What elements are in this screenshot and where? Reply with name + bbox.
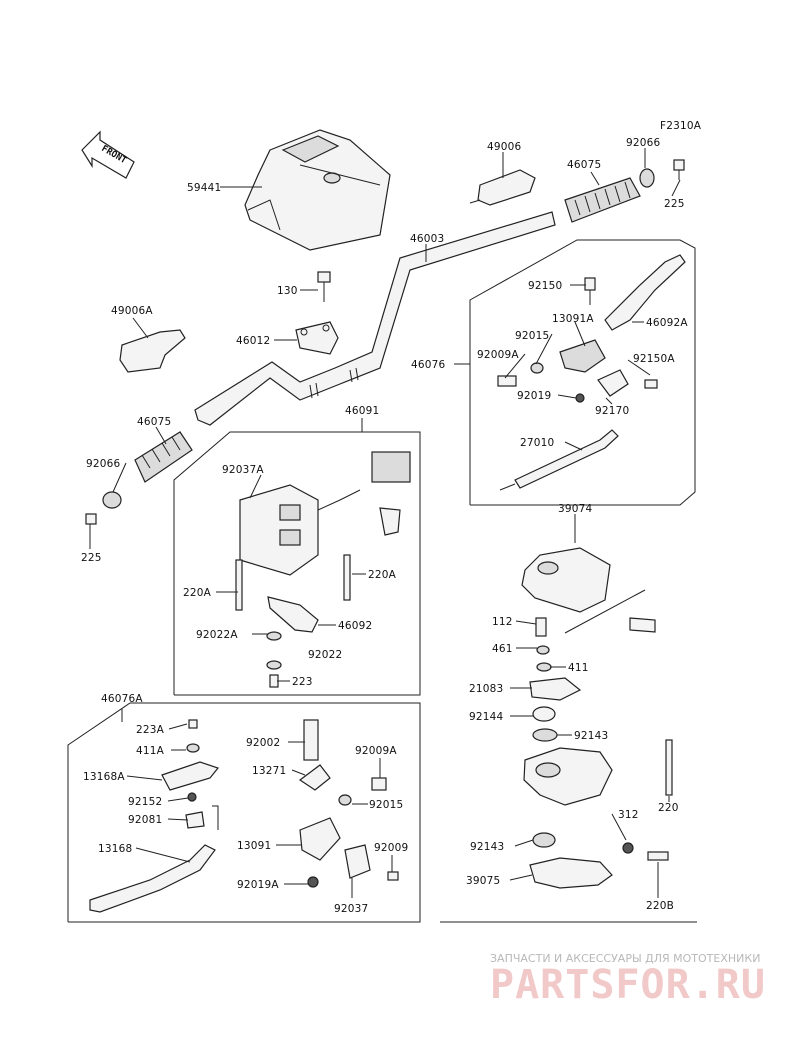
grip-end-49006 <box>469 169 536 206</box>
label-92009A-bottom: 92009A <box>355 745 397 757</box>
figure-code: F2310A <box>660 120 702 132</box>
label-92066-top: 92066 <box>626 137 661 149</box>
washer-92066-top <box>639 168 655 188</box>
label-46075-left: 46075 <box>137 416 171 428</box>
handlebar-46003 <box>194 211 556 426</box>
label-49006A: 49006A <box>111 305 153 317</box>
label-13168A: 13168A <box>83 771 125 783</box>
label-92143-b: 92143 <box>470 841 504 853</box>
label-312: 312 <box>618 809 639 821</box>
grip-46075-right <box>564 177 641 223</box>
watermark-tagline: ЗАПЧАСТИ И АКСЕССУАРЫ ДЛЯ МОТОТЕХНИКИ <box>490 952 760 965</box>
label-46076: 46076 <box>411 359 446 371</box>
label-49006: 49006 <box>487 141 522 153</box>
label-92019A: 92019A <box>237 879 279 891</box>
label-13091: 13091 <box>237 840 271 852</box>
label-13271: 13271 <box>252 765 286 777</box>
label-92066-left: 92066 <box>86 458 121 470</box>
label-225-left: 225 <box>81 552 102 564</box>
label-223A: 223A <box>136 724 165 736</box>
label-223: 223 <box>292 676 313 688</box>
label-13168: 13168 <box>98 843 132 855</box>
label-92170: 92170 <box>595 405 629 417</box>
label-92037A: 92037A <box>222 464 264 476</box>
label-92019: 92019 <box>517 390 551 402</box>
label-46012: 46012 <box>236 335 270 347</box>
label-92009: 92009 <box>374 842 408 854</box>
label-92144: 92144 <box>469 711 504 723</box>
label-13091A: 13091A <box>552 313 594 325</box>
label-92022: 92022 <box>308 649 342 661</box>
box-46076A <box>67 702 421 923</box>
label-220A-left: 220A <box>183 587 212 599</box>
label-46003: 46003 <box>410 233 444 245</box>
label-220: 220 <box>658 802 679 814</box>
label-92081: 92081 <box>128 814 162 826</box>
label-39075: 39075 <box>466 875 500 887</box>
label-46091: 46091 <box>345 405 379 417</box>
box-46091 <box>173 431 421 696</box>
label-46075-top: 46075 <box>567 159 601 171</box>
watermark: ЗАПЧАСТИ И АКСЕССУАРЫ ДЛЯ МОТОТЕХНИКИ PA… <box>490 952 766 1008</box>
label-92015-bottom: 92015 <box>369 799 403 811</box>
label-112: 112 <box>492 616 513 628</box>
throttle-case-39074 <box>521 547 673 889</box>
label-92022A: 92022A <box>196 629 238 641</box>
label-21083: 21083 <box>469 683 503 695</box>
label-130: 130 <box>277 285 298 297</box>
label-220A-right: 220A <box>368 569 397 581</box>
label-59441: 59441 <box>187 182 221 194</box>
front-arrow-icon: FRONT <box>81 130 135 179</box>
switch-46091 <box>235 451 411 688</box>
washer-92066-left <box>102 491 122 509</box>
watermark-brand: PARTSFOR.RU <box>490 962 766 1008</box>
screw-225-left <box>85 513 97 525</box>
label-39074: 39074 <box>558 503 593 515</box>
handlebar-cover-59441 <box>244 129 391 251</box>
label-225-top: 225 <box>664 198 685 210</box>
label-220B: 220B <box>646 900 674 912</box>
label-92150: 92150 <box>528 280 562 292</box>
grip-end-49006A <box>119 329 186 373</box>
lever-assembly-46076 <box>497 254 686 491</box>
lever-assembly-46076A <box>89 719 399 913</box>
label-27010: 27010 <box>520 437 554 449</box>
label-46092: 46092 <box>338 620 372 632</box>
box-46076 <box>469 239 696 506</box>
leader-lines <box>89 148 681 898</box>
label-92009A-right: 92009A <box>477 349 519 361</box>
label-46076A: 46076A <box>101 693 143 705</box>
label-92015-right: 92015 <box>515 330 549 342</box>
bolt-130 <box>317 271 331 302</box>
label-461: 461 <box>492 643 513 655</box>
screw-225-top <box>673 159 685 180</box>
label-411: 411 <box>568 662 589 674</box>
label-92143-a: 92143 <box>574 730 608 742</box>
label-92152: 92152 <box>128 796 162 808</box>
label-92037: 92037 <box>334 903 368 915</box>
label-411A: 411A <box>136 745 165 757</box>
label-92002: 92002 <box>246 737 280 749</box>
label-92150A: 92150A <box>633 353 675 365</box>
label-46092A: 46092A <box>646 317 688 329</box>
holder-46012 <box>295 321 339 355</box>
